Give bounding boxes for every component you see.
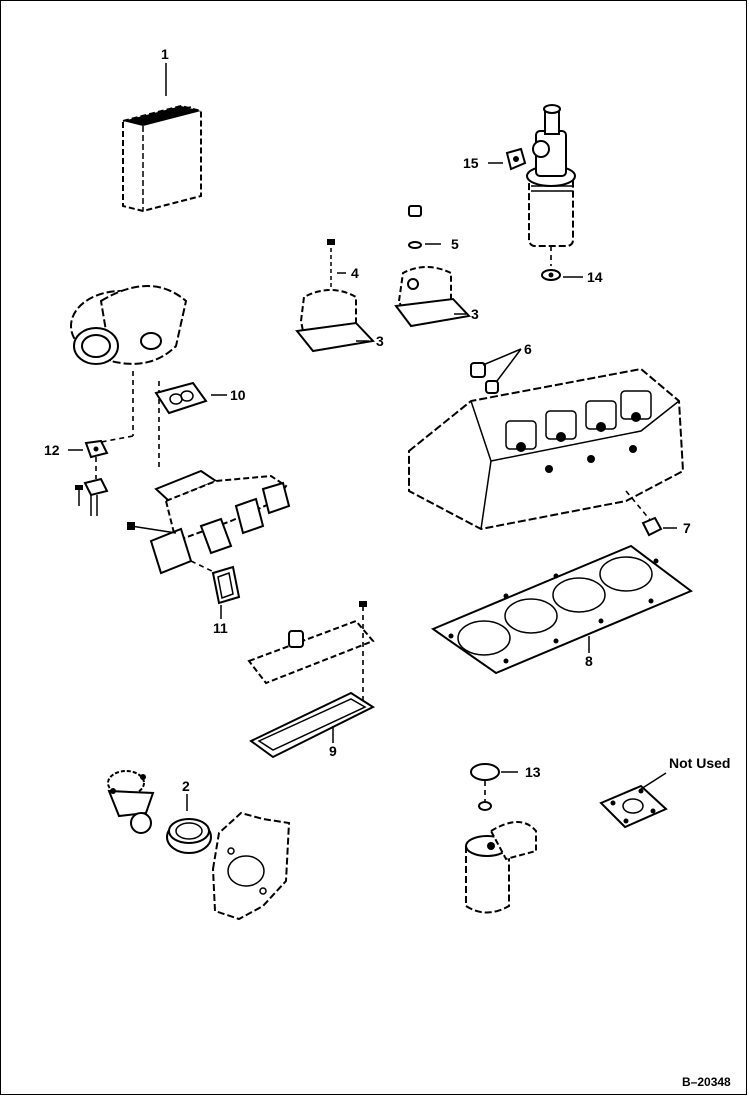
not-used-label: Not Used xyxy=(669,755,730,771)
callout-11: 11 xyxy=(213,620,228,636)
turbocharger-assembly xyxy=(70,285,188,471)
callout-14: 14 xyxy=(587,269,603,285)
part-4-bolt-and-cover xyxy=(295,239,376,353)
part-8-head-gasket xyxy=(430,544,693,675)
part-12-gasket xyxy=(68,439,109,516)
callout-4: 4 xyxy=(351,265,359,281)
part-9-cover-gasket xyxy=(247,601,376,759)
callout-6: 6 xyxy=(524,341,532,357)
part-15-injector xyxy=(488,104,583,281)
callout-1: 1 xyxy=(161,46,169,62)
callout-5: 5 xyxy=(451,236,459,252)
part-11-manifold-gasket xyxy=(190,560,241,619)
exhaust-manifold xyxy=(127,469,291,575)
callout-3b: 3 xyxy=(471,306,479,322)
part-2-seal xyxy=(166,794,212,854)
callout-10: 10 xyxy=(230,387,246,403)
water-pump-gasket xyxy=(211,811,291,921)
part-5-washer-and-cover xyxy=(394,205,472,328)
figure-reference: B–20348 xyxy=(682,1075,731,1089)
part-6-cylinder-head xyxy=(408,348,685,537)
thermostat-housing xyxy=(107,770,155,834)
callout-9: 9 xyxy=(329,743,337,759)
callout-13: 13 xyxy=(525,764,541,780)
callout-12: 12 xyxy=(44,442,60,458)
not-used-gasket xyxy=(599,772,668,829)
callout-8: 8 xyxy=(585,653,593,669)
callout-15: 15 xyxy=(463,155,479,171)
part-1-gasket-kit xyxy=(122,63,202,213)
callout-2: 2 xyxy=(182,778,190,794)
part-10-turbo-gasket xyxy=(154,381,227,415)
part-13-oil-filter xyxy=(465,763,537,914)
callout-7: 7 xyxy=(683,520,691,536)
callout-3a: 3 xyxy=(376,333,384,349)
